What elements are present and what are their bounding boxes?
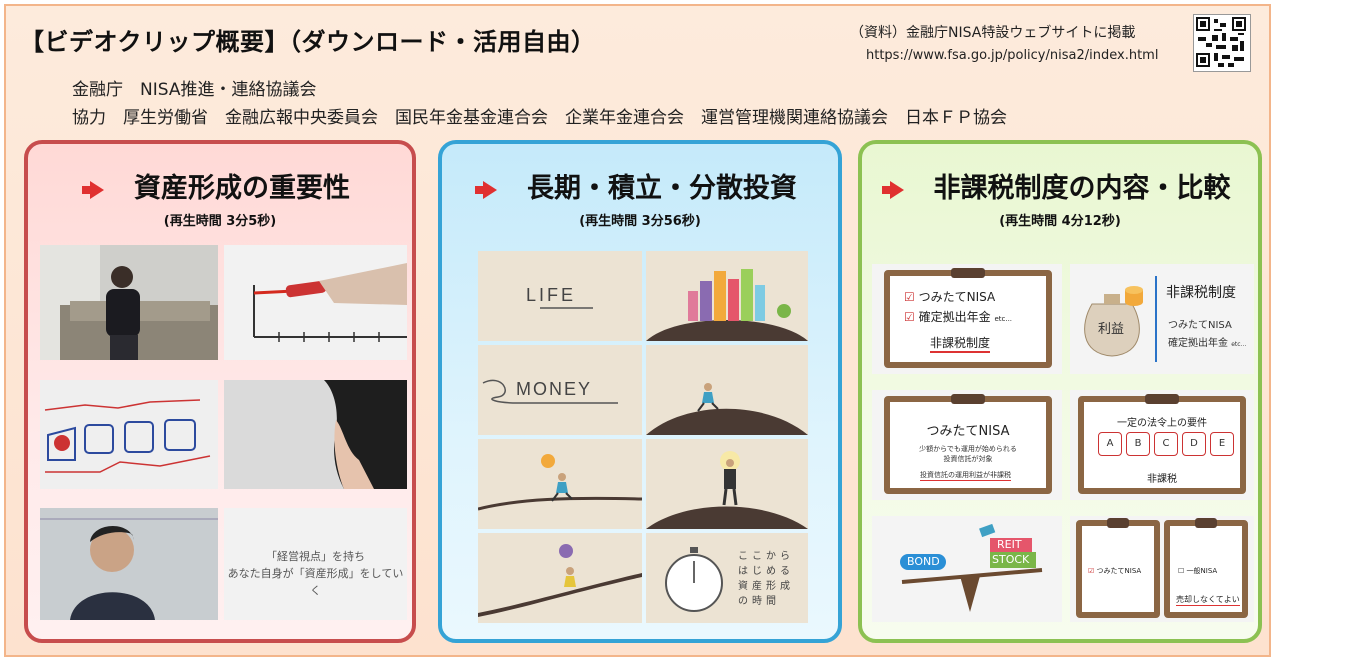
thumbnail-tsumitate-nisa[interactable]: つみたてNISA 少額からでも運用が始められる 投資信託が対象 投資信託の運用利… [872,390,1062,500]
panel-title: 非課税制度の内容・比較 [933,173,1231,204]
comparison-left: ☑ つみたてNISA [1088,566,1141,576]
reit-label: REIT [997,538,1022,551]
card-heading: 非課税制度 [1166,285,1236,301]
card-line: 少額からでも運用が始められる [919,445,1017,453]
check-row-2: ☑ 確定拠出年金 etc... [904,308,1012,325]
comparison-right: ☐ 一般NISA [1178,566,1217,576]
check-label: つみたてNISA [918,290,996,304]
stopwatch-caption: ここから はじめる 資産形成 の時間 [738,551,794,607]
panel-duration: (再生時間 4分12秒) [999,214,1121,229]
clipboard: つみたてNISA 少額からでも運用が始められる 投資信託が対象 投資信託の運用利… [884,394,1052,494]
card-line-text: 確定拠出年金 [1168,338,1228,349]
card-line: つみたてNISA [1168,320,1232,331]
card-heading: 一定の法令上の要件 [1117,418,1207,429]
checkbox-icon: ☑ [904,290,915,304]
card-footer: 売却しなくてよい [1176,595,1240,606]
video-panel-long-term-investment[interactable]: 長期・積立・分散投資 (再生時間 3分56秒) LIFE MONEY [438,140,842,643]
thumbnail-runner-hill[interactable] [646,345,808,435]
card-line: 確定拠出年金 etc... [1168,334,1246,349]
red-arrow-icon [82,180,104,199]
organizer-block: 金融庁 NISA推進・連絡協議会 協力 厚生労働省 金融広報中央委員会 国民年金… [72,76,1007,132]
panel-title-row: 資産形成の重要性 [28,166,412,205]
thumbnail-life[interactable]: LIFE [478,251,642,341]
video-panel-tax-exempt-systems[interactable]: 非課税制度の内容・比較 (再生時間 4分12秒) ☑ つみたてNISA ☑ 確定… [858,140,1262,643]
thumbnail-money[interactable]: MONEY [478,345,642,435]
panel-title: 資産形成の重要性 [134,173,350,204]
thumbnail-whiteboard-sketch[interactable] [40,380,218,489]
life-word: LIFE [526,285,577,305]
clip-icon [951,394,985,404]
card-footer: 非課税 [1147,474,1177,485]
panel-duration: (再生時間 3分56秒) [579,214,701,229]
thumbnail-still-text[interactable]: 「経営視点」を持ち あなた自身が「資産形成」をしていく [224,508,407,620]
red-arrow-icon [475,180,497,199]
empty-checkbox-icon: ☐ [1178,567,1185,575]
etc-label: etc... [994,315,1013,323]
money-word: MONEY [516,379,593,399]
panel-title-row: 非課税制度の内容・比較 [862,166,1258,205]
thumbnail-stopwatch[interactable]: ここから はじめる 資産形成 の時間 [646,533,808,623]
page-title: 【ビデオクリップ概要】（ダウンロード・活用自由） [20,28,596,56]
thumbnail-city-hill[interactable] [646,251,808,341]
thumbnail-uphill-runner[interactable] [478,533,642,623]
source-url-link[interactable]: https://www.fsa.go.jp/policy/nisa2/index… [866,48,1159,63]
red-arrow-icon [881,180,904,199]
panel-title-row: 長期・積立・分散投資 [442,166,838,205]
thumbnail-legal-requirements[interactable]: 一定の法令上の要件 A B C D E 非課税 [1070,390,1254,500]
thumbnail-balance-scale[interactable]: BOND REIT STOCK [872,516,1062,622]
thumbnail-chart-drawing[interactable] [224,245,407,360]
clip-icon [951,268,985,278]
requirement-badge: C [1154,432,1178,456]
card-footer: 投資信託の運用利益が非課税 [920,471,1011,481]
clipboard: ☑ つみたてNISA ☑ 確定拠出年金 etc... 非課税制度 [884,268,1052,368]
panel-title: 長期・積立・分散投資 [527,173,797,204]
thumbnail-woman-profile[interactable] [224,380,407,489]
clipboard-left: ☑ つみたてNISA [1076,518,1160,618]
thumbnail-nisa-comparison[interactable]: ☑ つみたてNISA ☐ 一般NISA 売却しなくてよい [1070,516,1254,622]
requirement-badges: A B C D E [1098,432,1234,456]
comparison-left-label: つみたてNISA [1096,567,1142,575]
profit-bag-label: 利益 [1098,322,1125,337]
thumbnail-man-portrait[interactable] [40,508,218,620]
still-caption: 「経営視点」を持ち あなた自身が「資産形成」をしていく [227,550,404,597]
cooperation-text: 協力 厚生労働省 金融広報中央委員会 国民年金基金連合会 企業年金連合会 運営管… [72,108,1007,128]
organizer-text: 金融庁 NISA推進・連絡協議会 [72,80,317,100]
card-line: 投資信託が対象 [943,455,993,463]
thumbnail-profit-bag[interactable]: 利益 非課税制度 つみたてNISA 確定拠出年金 etc... [1070,264,1254,374]
clip-icon [1145,394,1179,404]
comparison-right-label: 一般NISA [1186,567,1218,575]
bond-label: BOND [907,555,940,568]
thumbnail-music-runner[interactable] [478,439,642,529]
check-row-1: ☑ つみたてNISA [904,288,995,305]
checkbox-icon: ☑ [1088,567,1095,575]
video-panel-asset-formation[interactable]: 資産形成の重要性 (再生時間 3分5秒) [24,140,416,643]
requirement-badge: E [1210,432,1234,456]
thumbnail-man-on-sofa[interactable] [40,245,218,360]
clipboard-right: ☐ 一般NISA 売却しなくてよい [1164,518,1248,618]
panel-duration: (再生時間 3分5秒) [163,214,277,229]
card-footer: 非課税制度 [930,334,991,353]
checkbox-icon: ☑ [904,310,915,324]
clipboard: 一定の法令上の要件 A B C D E 非課税 [1078,394,1246,494]
requirement-badge: B [1126,432,1150,456]
clip-icon [1107,518,1129,528]
qr-code-icon[interactable] [1193,14,1251,72]
requirement-badge: D [1182,432,1206,456]
source-label: （資料）金融庁NISA特設ウェブサイトに掲載 [850,25,1136,41]
requirement-badge: A [1098,432,1122,456]
thumbnail-man-standing[interactable] [646,439,808,529]
card-heading: つみたてNISA [926,424,1010,439]
stock-label: STOCK [992,553,1030,566]
etc-label: etc... [1231,341,1247,348]
check-label: 確定拠出年金 [918,310,991,324]
thumbnail-checklist[interactable]: ☑ つみたてNISA ☑ 確定拠出年金 etc... 非課税制度 [872,264,1062,374]
clip-icon [1195,518,1217,528]
